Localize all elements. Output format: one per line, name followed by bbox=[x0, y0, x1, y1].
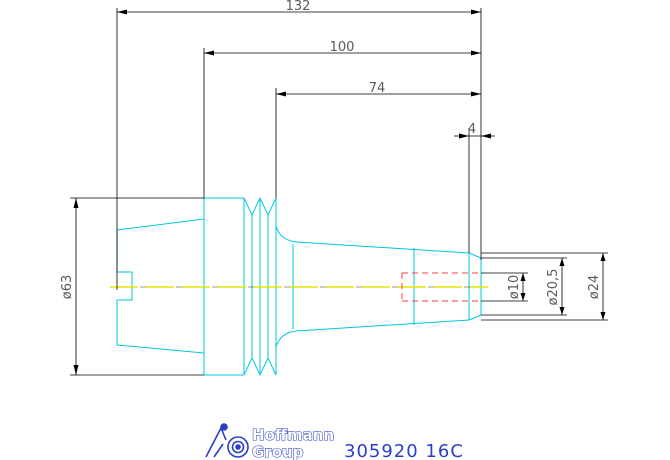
arrow-100-left bbox=[204, 50, 214, 56]
arrow-132-right bbox=[471, 9, 481, 15]
tip-bottom bbox=[468, 314, 482, 321]
hoffmann-logo: Hoffmann Group bbox=[205, 423, 335, 460]
arrow-4-left bbox=[459, 133, 469, 139]
dim-label-132: 132 bbox=[286, 0, 311, 14]
dim-label-24: ø24 bbox=[587, 275, 602, 300]
arrow-24-top bbox=[600, 253, 606, 261]
arrow-20-top bbox=[559, 258, 565, 266]
shank-outline bbox=[116, 218, 205, 354]
nose-bottom-edge bbox=[295, 319, 470, 332]
dim-label-63: ø63 bbox=[60, 275, 75, 300]
arrow-20-bottom bbox=[559, 307, 565, 315]
arrow-74-right bbox=[471, 91, 481, 97]
dimension-lines bbox=[70, 8, 608, 376]
nose-transition-top bbox=[275, 225, 297, 243]
dimension-labels: 132 100 74 4 ø63 ø10 ø20,5 ø24 bbox=[60, 0, 602, 305]
hoffmann-logo-icon bbox=[205, 423, 249, 458]
hidden-bore bbox=[401, 272, 481, 302]
dim-label-10: ø10 bbox=[507, 275, 522, 300]
arrow-132-left bbox=[117, 9, 127, 15]
arrow-10-bottom bbox=[520, 293, 526, 301]
tip-top bbox=[468, 252, 482, 259]
nose-transition-bottom bbox=[275, 330, 297, 348]
dim-label-100: 100 bbox=[330, 40, 355, 55]
arrow-24-bottom bbox=[600, 312, 606, 320]
arrow-74-left bbox=[276, 91, 286, 97]
dim-label-4: 4 bbox=[468, 122, 476, 137]
arrow-100-right bbox=[471, 50, 481, 56]
v-groove-bottom bbox=[243, 356, 277, 377]
v-groove-top bbox=[243, 196, 277, 217]
dim-label-20-5: ø20,5 bbox=[546, 269, 561, 306]
dim-label-74: 74 bbox=[369, 81, 386, 96]
arrow-10-top bbox=[520, 273, 526, 281]
arrow-63-bottom bbox=[73, 365, 79, 375]
nose-top-edge bbox=[295, 241, 470, 254]
arrowheads bbox=[73, 9, 606, 375]
arrow-4-right bbox=[481, 133, 491, 139]
logo-text-line1: Hoffmann bbox=[252, 426, 334, 444]
arrow-63-top bbox=[73, 198, 79, 208]
logo-text-line2: Group bbox=[252, 443, 304, 460]
part-code: 305920 16C bbox=[344, 441, 464, 460]
